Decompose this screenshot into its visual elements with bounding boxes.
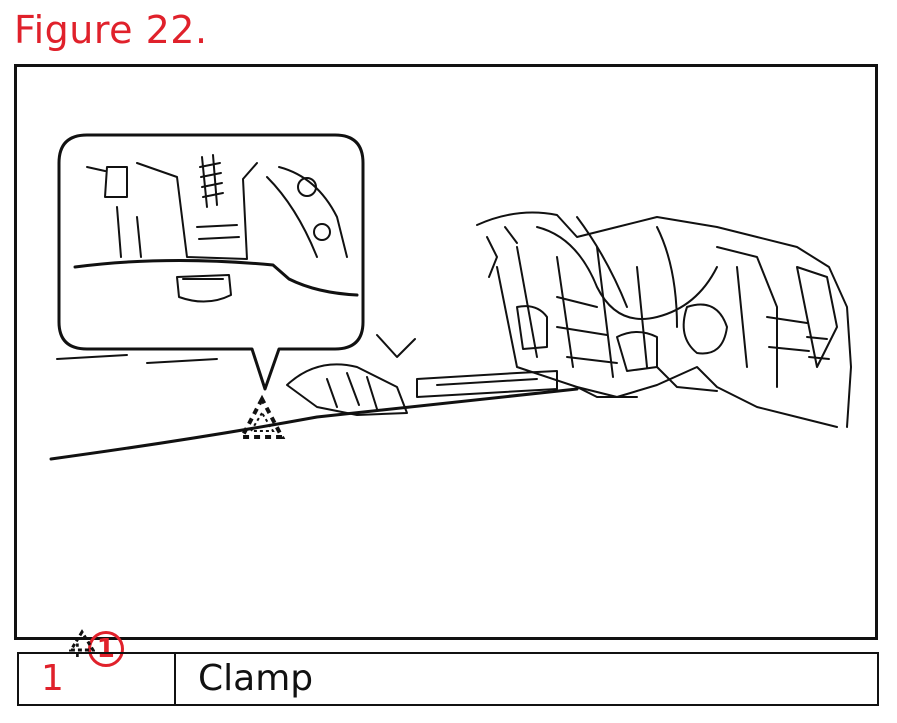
legend-key: : 1 xyxy=(69,629,124,669)
legend-row-description: Clamp xyxy=(198,658,314,699)
callout-bubble xyxy=(57,133,365,391)
line-art-illustration xyxy=(49,133,852,461)
legend-table: 1 Clamp xyxy=(17,652,879,706)
figure-title: Figure 22. xyxy=(14,8,208,52)
dashed-triangle-icon xyxy=(69,629,95,652)
clamp-marker-icon xyxy=(238,394,286,439)
legend-row-number: 1 xyxy=(19,654,176,704)
illustration-frame: : 1 xyxy=(14,64,878,667)
floor-line xyxy=(49,387,579,461)
callout-number-circle: 1 xyxy=(87,631,124,667)
legend-colon: : xyxy=(73,634,82,664)
